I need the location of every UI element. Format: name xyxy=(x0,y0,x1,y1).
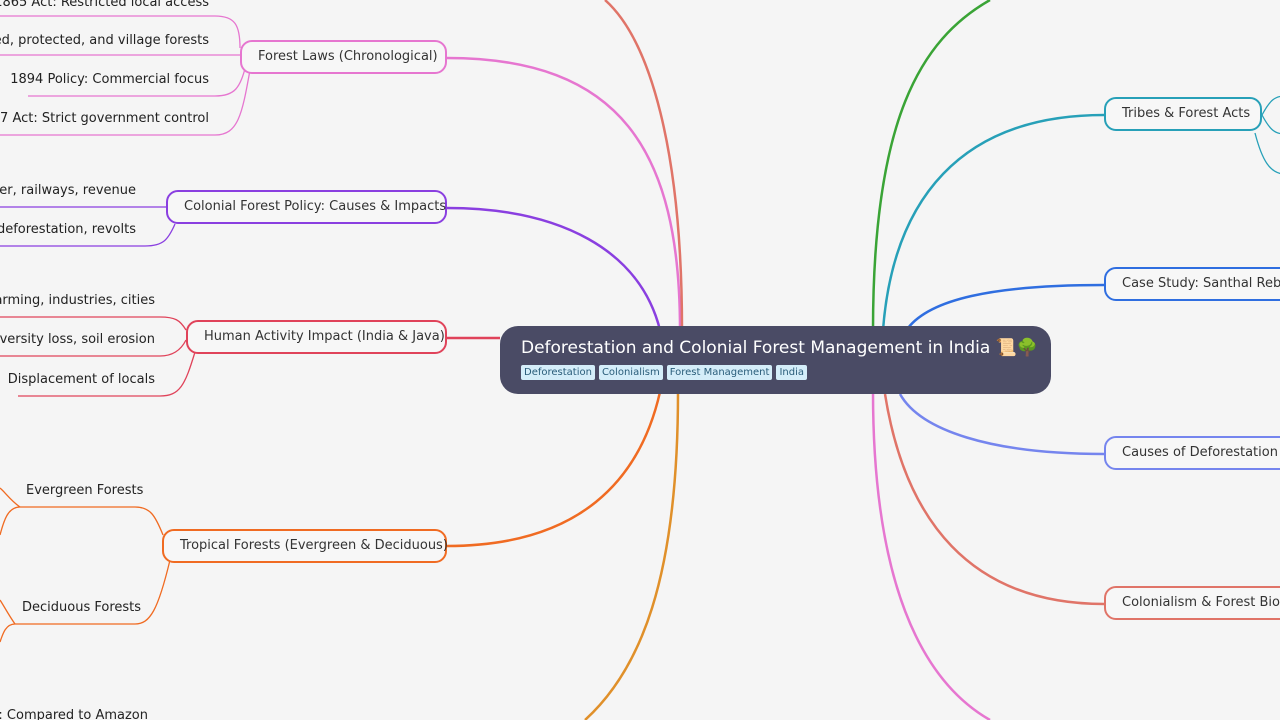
root-title: Deforestation and Colonial Forest Manage… xyxy=(521,338,1039,358)
leaf-biodiversity-loss[interactable]: Biodiversity loss, soil erosion xyxy=(0,332,155,347)
leaf-1927-act[interactable]: 1927 Act: Strict government control xyxy=(0,111,209,126)
edge-tf-sub-1 xyxy=(0,487,21,508)
edge-offscreen-bottom-right xyxy=(871,391,991,720)
branch-santhal-rebellion[interactable]: Case Study: Santhal Rebellion xyxy=(1104,267,1280,301)
edge-cp-child-2 xyxy=(0,223,176,247)
branch-colonialism-biodiversity[interactable]: Colonialism & Forest Biodiversity xyxy=(1104,586,1280,620)
edge-tf-sub-2 xyxy=(0,599,16,625)
edge-tropical-forests xyxy=(446,391,662,548)
edge-colonial-policy xyxy=(446,206,662,331)
branch-tropical-forests[interactable]: Tropical Forests (Evergreen & Deciduous) xyxy=(162,529,448,563)
edge-tf-child-1 xyxy=(0,506,164,536)
leaf-timber-railways[interactable]: Timber, railways, revenue xyxy=(0,183,136,198)
branch-human-activity-impact[interactable]: Human Activity Impact (India & Java) xyxy=(186,320,447,354)
edge-offscreen-top-left xyxy=(604,0,684,331)
edge-forest-laws xyxy=(446,56,682,331)
edge-ha-child-2 xyxy=(0,339,187,357)
edge-fl-child-1 xyxy=(0,15,241,49)
leaf-deciduous-forests[interactable]: Deciduous Forests xyxy=(22,600,142,615)
branch-causes-deforestation[interactable]: Causes of Deforestation & Consequences xyxy=(1104,436,1280,470)
edge-ha-child-3 xyxy=(18,351,196,397)
leaf-displacement-revolts[interactable]: Displacement, deforestation, revolts xyxy=(0,222,136,237)
edge-causes xyxy=(898,393,1105,456)
tag-colonialism[interactable]: Colonialism xyxy=(598,365,663,380)
leaf-evergreen-forests[interactable]: Evergreen Forests xyxy=(26,483,144,498)
tag-india[interactable]: India xyxy=(776,365,807,380)
edge-tribes-child-1 xyxy=(1261,95,1280,116)
edge-tf-child-2 xyxy=(0,559,171,643)
leaf-1894-policy[interactable]: 1894 Policy: Commercial focus xyxy=(10,72,209,87)
edge-tribes xyxy=(881,113,1105,331)
branch-tribes-forest-acts[interactable]: Tribes & Forest Acts xyxy=(1104,97,1262,131)
edge-ha-child-1 xyxy=(0,316,187,331)
leaf-reserved-forests[interactable]: Reserved, protected, and village forests xyxy=(0,33,209,48)
edge-fl-child-4 xyxy=(0,69,251,136)
leaf-displacement-locals[interactable]: Displacement of locals xyxy=(7,372,155,387)
edge-offscreen-bottom-left xyxy=(584,391,680,720)
edge-biodiversity xyxy=(883,393,1105,606)
leaf-farming-industries[interactable]: Farming, industries, cities xyxy=(0,293,155,308)
edge-santhal xyxy=(907,283,1105,329)
root-node[interactable]: Deforestation and Colonial Forest Manage… xyxy=(500,326,1051,394)
leaf-1865-act[interactable]: 1865 Act: Restricted local access xyxy=(0,0,209,10)
tag-forest-management[interactable]: Forest Management xyxy=(666,365,773,380)
branch-colonial-forest-policy[interactable]: Colonial Forest Policy: Causes & Impacts xyxy=(166,190,447,224)
branch-forest-laws[interactable]: Forest Laws (Chronological) xyxy=(240,40,447,74)
edge-tribes-child-2 xyxy=(1261,114,1280,135)
edge-tribes-child-3 xyxy=(1254,132,1280,175)
edge-offscreen-top-right xyxy=(871,0,991,331)
leaf-evergreen-amazon[interactable]: Evergreen: Compared to Amazon xyxy=(0,708,148,720)
tag-deforestation[interactable]: Deforestation xyxy=(521,365,595,380)
root-tags: Deforestation Colonialism Forest Managem… xyxy=(521,365,1030,380)
